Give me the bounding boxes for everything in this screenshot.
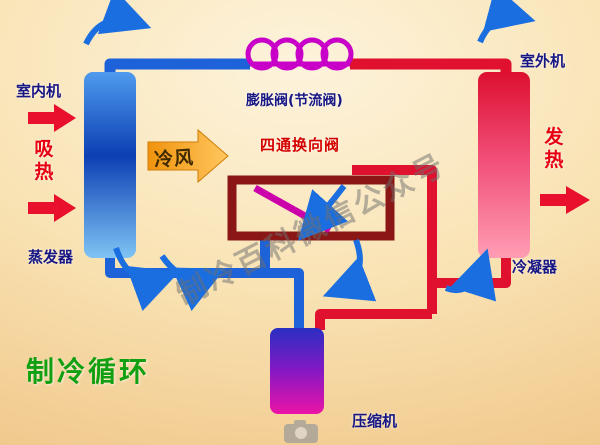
evaporator-label: 蒸发器 — [28, 248, 74, 266]
condenser-body — [478, 72, 530, 258]
absorb-heat-arrow-bottom — [28, 194, 76, 222]
flow-arrow-valve — [297, 184, 348, 241]
heat-release-arrow — [540, 186, 590, 214]
flow-arrow-suction — [159, 254, 225, 311]
indoor-unit-label: 室内机 — [16, 82, 62, 100]
cold-wind-arrow — [147, 128, 229, 184]
camera-lens — [295, 427, 307, 439]
outdoor-unit-label: 室外机 — [520, 52, 566, 70]
four-way-valve-label: 四通换向阀 — [260, 136, 341, 154]
pipe-cold-suction — [105, 252, 304, 330]
heat-release-label: 发热 — [544, 126, 564, 171]
flow-arrow-evaporator-out — [113, 246, 180, 311]
coil-loop-1 — [245, 37, 279, 71]
camera-icon — [284, 420, 318, 443]
condenser-label: 冷凝器 — [512, 258, 558, 276]
coil-loop-3 — [295, 37, 329, 71]
flow-arrow-to-compressor — [322, 238, 377, 302]
evaporator-body — [84, 72, 136, 258]
four-way-valve-passage — [253, 184, 332, 234]
cycle-title: 制冷循环 — [26, 355, 151, 388]
flow-arrow-top-left — [83, 0, 152, 46]
cold-wind-label: 冷风 — [153, 146, 195, 172]
absorb-heat-arrow-top — [28, 104, 76, 132]
expansion-valve-label: 膨胀阀(节流阀) — [246, 93, 343, 109]
camera-top — [294, 420, 306, 426]
compressor-body — [270, 328, 324, 414]
flow-arrow-to-condenser — [444, 248, 497, 302]
absorb-heat-label: 吸热 — [34, 138, 54, 183]
flow-arrow-top-right — [477, 0, 536, 44]
compressor-label: 压缩机 — [352, 412, 398, 430]
coil-loop-2 — [270, 37, 304, 71]
pipe-hot-valve-riser — [352, 165, 437, 314]
coil-loop-4 — [320, 37, 354, 71]
pipe-hot-discharge — [315, 309, 432, 330]
